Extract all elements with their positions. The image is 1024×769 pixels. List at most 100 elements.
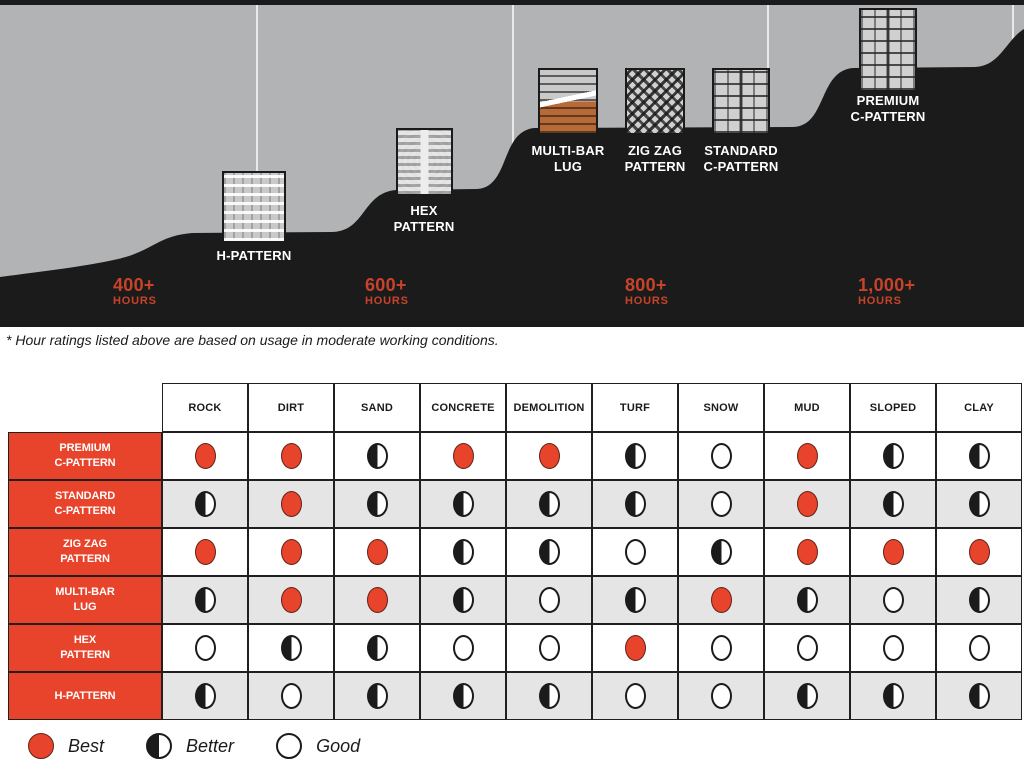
rating-good-icon [280, 683, 302, 709]
rating-better-icon [624, 491, 646, 517]
rating-cell-snow [678, 480, 764, 528]
rating-best-icon [452, 443, 474, 469]
rating-better-icon [452, 683, 474, 709]
hours-unit: HOURS [113, 295, 157, 307]
legend-better-icon [146, 733, 173, 759]
rating-best-icon [280, 539, 302, 565]
column-header-rock: ROCK [162, 383, 248, 432]
hours-value: 600+ [365, 275, 407, 295]
hours-unit: HOURS [365, 295, 409, 307]
rating-good-icon [194, 635, 216, 661]
rating-cell-clay [936, 624, 1022, 672]
rating-better-icon [538, 491, 560, 517]
rating-cell-sloped [850, 576, 936, 624]
legend-label-best: Best [68, 735, 105, 756]
legend-item-good: Good [276, 733, 360, 759]
rating-good-icon [538, 587, 560, 613]
rating-cell-concrete [420, 432, 506, 480]
hex-pattern-thumbnail [396, 128, 453, 196]
rating-cell-clay [936, 480, 1022, 528]
rating-good-icon [710, 443, 732, 469]
rating-best-icon [538, 443, 560, 469]
pattern-label-line: PREMIUM [856, 93, 920, 108]
rating-cell-dirt [248, 624, 334, 672]
rating-cell-dirt [248, 432, 334, 480]
legend-good-icon [276, 733, 303, 759]
rating-cell-mud [764, 528, 850, 576]
rating-better-icon [366, 683, 388, 709]
h-pattern-thumbnail [222, 171, 286, 243]
mountain-silhouette [0, 29, 1024, 327]
hours-rating-1000: 1,000+ HOURS [858, 276, 915, 307]
hours-value: 1,000+ [858, 275, 916, 295]
pattern-label-line: C-PATTERN [850, 109, 926, 125]
rating-cell-sloped [850, 624, 936, 672]
rating-cell-sloped [850, 672, 936, 720]
rating-cell-turf [592, 432, 678, 480]
row-header-zig zag-pattern: ZIG ZAGPATTERN [8, 528, 162, 576]
rating-better-icon [624, 443, 646, 469]
rating-better-icon [538, 539, 560, 565]
rating-best-icon [280, 443, 302, 469]
rating-better-icon [366, 491, 388, 517]
column-header-dirt: DIRT [248, 383, 334, 432]
zig-zag-pattern-label: ZIG ZAG PATTERN [593, 143, 717, 176]
rating-cell-demolition [506, 528, 592, 576]
hex-pattern-label: HEX PATTERN [362, 203, 486, 236]
rating-better-icon [452, 491, 474, 517]
legend-label-better: Better [186, 735, 235, 756]
rating-better-icon [452, 539, 474, 565]
h-pattern-label: H-PATTERN [192, 248, 316, 264]
rating-better-icon [366, 443, 388, 469]
column-header-concrete: CONCRETE [420, 383, 506, 432]
rating-better-icon [968, 443, 990, 469]
premium-c-pattern-thumbnail [859, 8, 917, 92]
rating-cell-concrete [420, 672, 506, 720]
standard-c-pattern-thumbnail [712, 68, 770, 135]
rating-best-icon [280, 491, 302, 517]
rating-cell-sand [334, 576, 420, 624]
pattern-label-line: LUG [553, 159, 583, 175]
column-header-snow: SNOW [678, 383, 764, 432]
rating-best-icon [366, 539, 388, 565]
pattern-label-line: ZIG ZAG [627, 143, 683, 158]
rating-better-icon [366, 635, 388, 661]
rating-cell-turf [592, 480, 678, 528]
pattern-label-line: HEX [410, 203, 438, 218]
rating-best-icon [366, 587, 388, 613]
rating-good-icon [452, 635, 474, 661]
rating-cell-rock [162, 528, 248, 576]
rating-cell-snow [678, 528, 764, 576]
hours-rating-600: 600+ HOURS [365, 276, 409, 307]
rating-best-icon [968, 539, 990, 565]
rating-cell-mud [764, 576, 850, 624]
hours-value: 400+ [113, 275, 155, 295]
rating-cell-mud [764, 432, 850, 480]
rating-best-icon [194, 443, 216, 469]
hours-unit: HOURS [858, 295, 902, 307]
rating-cell-concrete [420, 576, 506, 624]
rating-cell-rock [162, 624, 248, 672]
column-header-sand: SAND [334, 383, 420, 432]
rating-cell-demolition [506, 576, 592, 624]
rating-cell-sand [334, 432, 420, 480]
column-header-turf: TURF [592, 383, 678, 432]
rating-cell-concrete [420, 480, 506, 528]
rating-good-icon [538, 635, 560, 661]
rating-better-icon [280, 635, 302, 661]
multi-bar-lug-label: MULTI-BAR LUG [506, 143, 630, 176]
rating-best-icon [882, 539, 904, 565]
hanging-line [256, 0, 258, 240]
rating-better-icon [882, 443, 904, 469]
rating-best-icon [796, 443, 818, 469]
rating-cell-clay [936, 576, 1022, 624]
rating-better-icon [796, 683, 818, 709]
rating-cell-snow [678, 432, 764, 480]
rating-good-icon [710, 491, 732, 517]
legend: Best Better Good [28, 733, 360, 759]
rating-cell-dirt [248, 672, 334, 720]
rating-better-icon [882, 683, 904, 709]
rating-cell-sand [334, 672, 420, 720]
